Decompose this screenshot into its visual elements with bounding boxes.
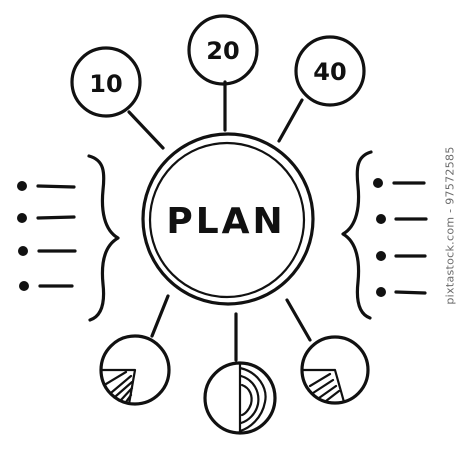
bubble-label-right: 40 <box>313 58 346 86</box>
left-list-bullet <box>17 181 27 191</box>
right-list-bullet <box>376 251 386 261</box>
right-list-bullet <box>376 287 386 297</box>
bubble-center: 20 <box>187 14 259 132</box>
left-list-line <box>36 184 76 189</box>
bubble-label-center: 20 <box>206 37 239 65</box>
pie-chart-icon <box>104 370 134 404</box>
left-list-bullet <box>18 246 28 256</box>
bubble-label-left: 10 <box>89 70 122 98</box>
left-bullet-list <box>17 181 77 291</box>
right-brace <box>341 150 373 320</box>
pie-chart-right <box>285 298 370 405</box>
watermark-text: pixtastock.com - 97572585 <box>443 145 457 305</box>
bubble-right: 40 <box>277 35 366 143</box>
right-list-line <box>394 290 427 295</box>
watermark-credit: pixtastock.com - 97572585 <box>440 0 460 450</box>
left-list-bullet <box>17 213 27 223</box>
left-brace <box>87 154 120 322</box>
pie-chart-icon <box>308 372 341 403</box>
pie-chart-center <box>203 312 277 435</box>
pie-chart-icon <box>238 366 267 433</box>
right-bullet-list <box>373 178 428 297</box>
center-node: PLAN <box>141 132 315 306</box>
center-label: PLAN <box>166 201 285 242</box>
pie-chart-left <box>99 294 171 406</box>
right-list-bullet <box>376 214 386 224</box>
left-list-line <box>36 215 76 220</box>
right-list-bullet <box>373 178 383 188</box>
bubble-left: 10 <box>70 46 165 150</box>
left-list-bullet <box>19 281 29 291</box>
